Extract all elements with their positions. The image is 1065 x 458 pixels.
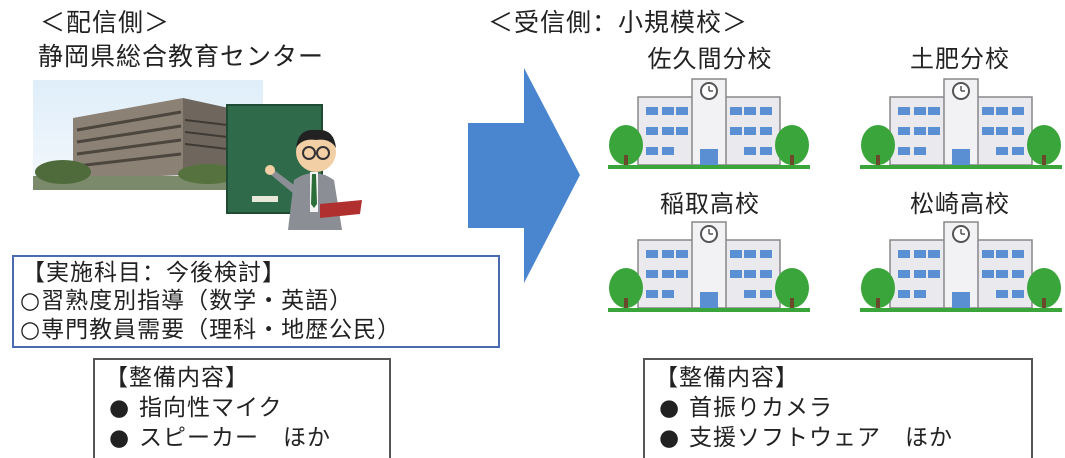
subjects-title: 【実施科目：今後検討】 (22, 260, 286, 286)
subjects-box: 【実施科目：今後検討】 ○習熟度別指導（数学・英語） ○専門教員需要（理科・地歴… (12, 255, 500, 348)
equipment-title: 【整備内容】 (655, 365, 799, 391)
equipment-item: ● 首振りカメラ (659, 394, 833, 423)
subject-item: ○専門教員需要（理科・地歴公民） (20, 317, 402, 343)
school-building-icon (608, 78, 810, 169)
school-name: 稲取高校 (660, 190, 760, 218)
school-building-icon (860, 221, 1062, 312)
school-name: 松崎高校 (910, 190, 1010, 218)
sender-institution: 静岡県総合教育センター (38, 42, 325, 71)
bullet-icon: ● (659, 425, 681, 451)
building-photo (33, 80, 263, 190)
equipment-item-label: 首振りカメラ (689, 395, 833, 421)
sender-heading: ＜配信側＞ (40, 8, 171, 37)
equipment-item-label: スピーカー ほか (139, 425, 331, 451)
teacher-illustration (226, 104, 362, 230)
bullet-icon: ● (659, 395, 681, 421)
equipment-title: 【整備内容】 (105, 365, 249, 391)
subject-item: ○習熟度別指導（数学・英語） (20, 288, 354, 314)
equipment-item: ● スピーカー ほか (109, 424, 331, 453)
receiver-heading: ＜受信側：小規模校＞ (488, 8, 749, 37)
equipment-item-label: 指向性マイク (139, 395, 283, 421)
bullet-icon: ● (109, 395, 131, 421)
transmission-arrow-icon (468, 68, 580, 283)
equipment-box-receiver: 【整備内容】 ● 首振りカメラ ● 支援ソフトウェア ほか (643, 358, 1033, 458)
equipment-item: ● 指向性マイク (109, 394, 283, 423)
school-building-icon (860, 78, 1062, 169)
school-name: 佐久間分校 (647, 45, 773, 73)
equipment-box-sender: 【整備内容】 ● 指向性マイク ● スピーカー ほか (93, 358, 391, 458)
bullet-icon: ● (109, 425, 131, 451)
school-building-icon (608, 221, 810, 312)
equipment-item: ● 支援ソフトウェア ほか (659, 424, 953, 453)
equipment-item-label: 支援ソフトウェア ほか (689, 425, 953, 451)
school-name: 土肥分校 (910, 45, 1010, 73)
